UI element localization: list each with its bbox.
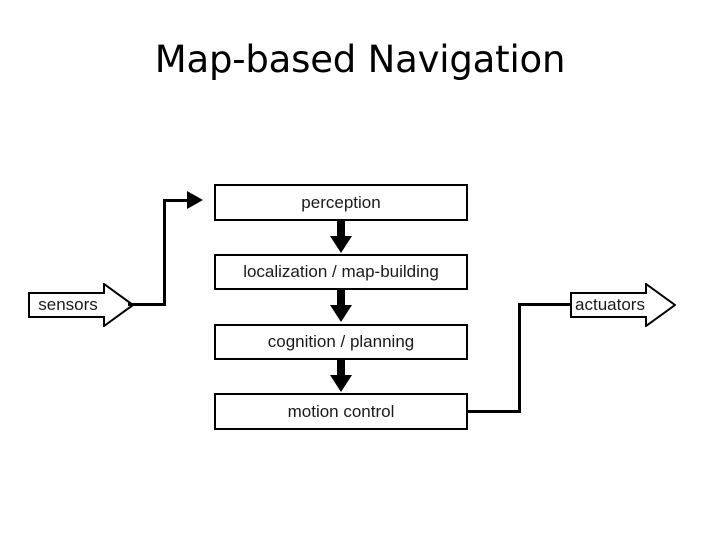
sensors-arrow-shape: [28, 283, 134, 327]
arrow-cognition-to-motion-control: [328, 359, 354, 393]
sensors-connector-horizontal-lower: [128, 303, 166, 306]
actuators-block-arrow: actuators: [570, 283, 676, 327]
down-arrow-icon: [330, 220, 352, 253]
down-arrow-icon: [330, 359, 352, 392]
actuators-arrow-shape: [570, 283, 676, 327]
flow-box-cognition-label: cognition / planning: [267, 332, 415, 351]
actuators-connector-horizontal-upper: [518, 303, 572, 306]
sensors-connector-vertical: [163, 199, 166, 304]
arrow-perception-to-localization: [328, 220, 354, 254]
flow-box-cognition[interactable]: cognition / planning: [214, 324, 468, 360]
sensors-connector-horizontal-upper: [163, 199, 189, 202]
page-title: Map-based Navigation: [154, 38, 566, 81]
flow-box-perception-label: perception: [301, 192, 381, 212]
flow-box-localization-label: localization / map-building: [243, 262, 439, 281]
actuators-connector-vertical: [518, 303, 521, 413]
flow-box-motion-control[interactable]: motion control: [214, 393, 468, 430]
arrow-localization-to-cognition: [328, 289, 354, 323]
sensors-arrowhead-icon: [187, 191, 203, 209]
down-arrow-icon: [330, 289, 352, 322]
flow-box-perception[interactable]: perception: [214, 184, 468, 221]
sensors-label: sensors: [38, 295, 98, 314]
actuators-connector-horizontal-lower: [466, 410, 521, 413]
sensors-block-arrow: sensors: [28, 283, 134, 327]
actuators-label: actuators: [575, 295, 645, 314]
flow-box-motion-control-label: motion control: [287, 401, 395, 421]
flow-box-localization[interactable]: localization / map-building: [214, 254, 468, 290]
